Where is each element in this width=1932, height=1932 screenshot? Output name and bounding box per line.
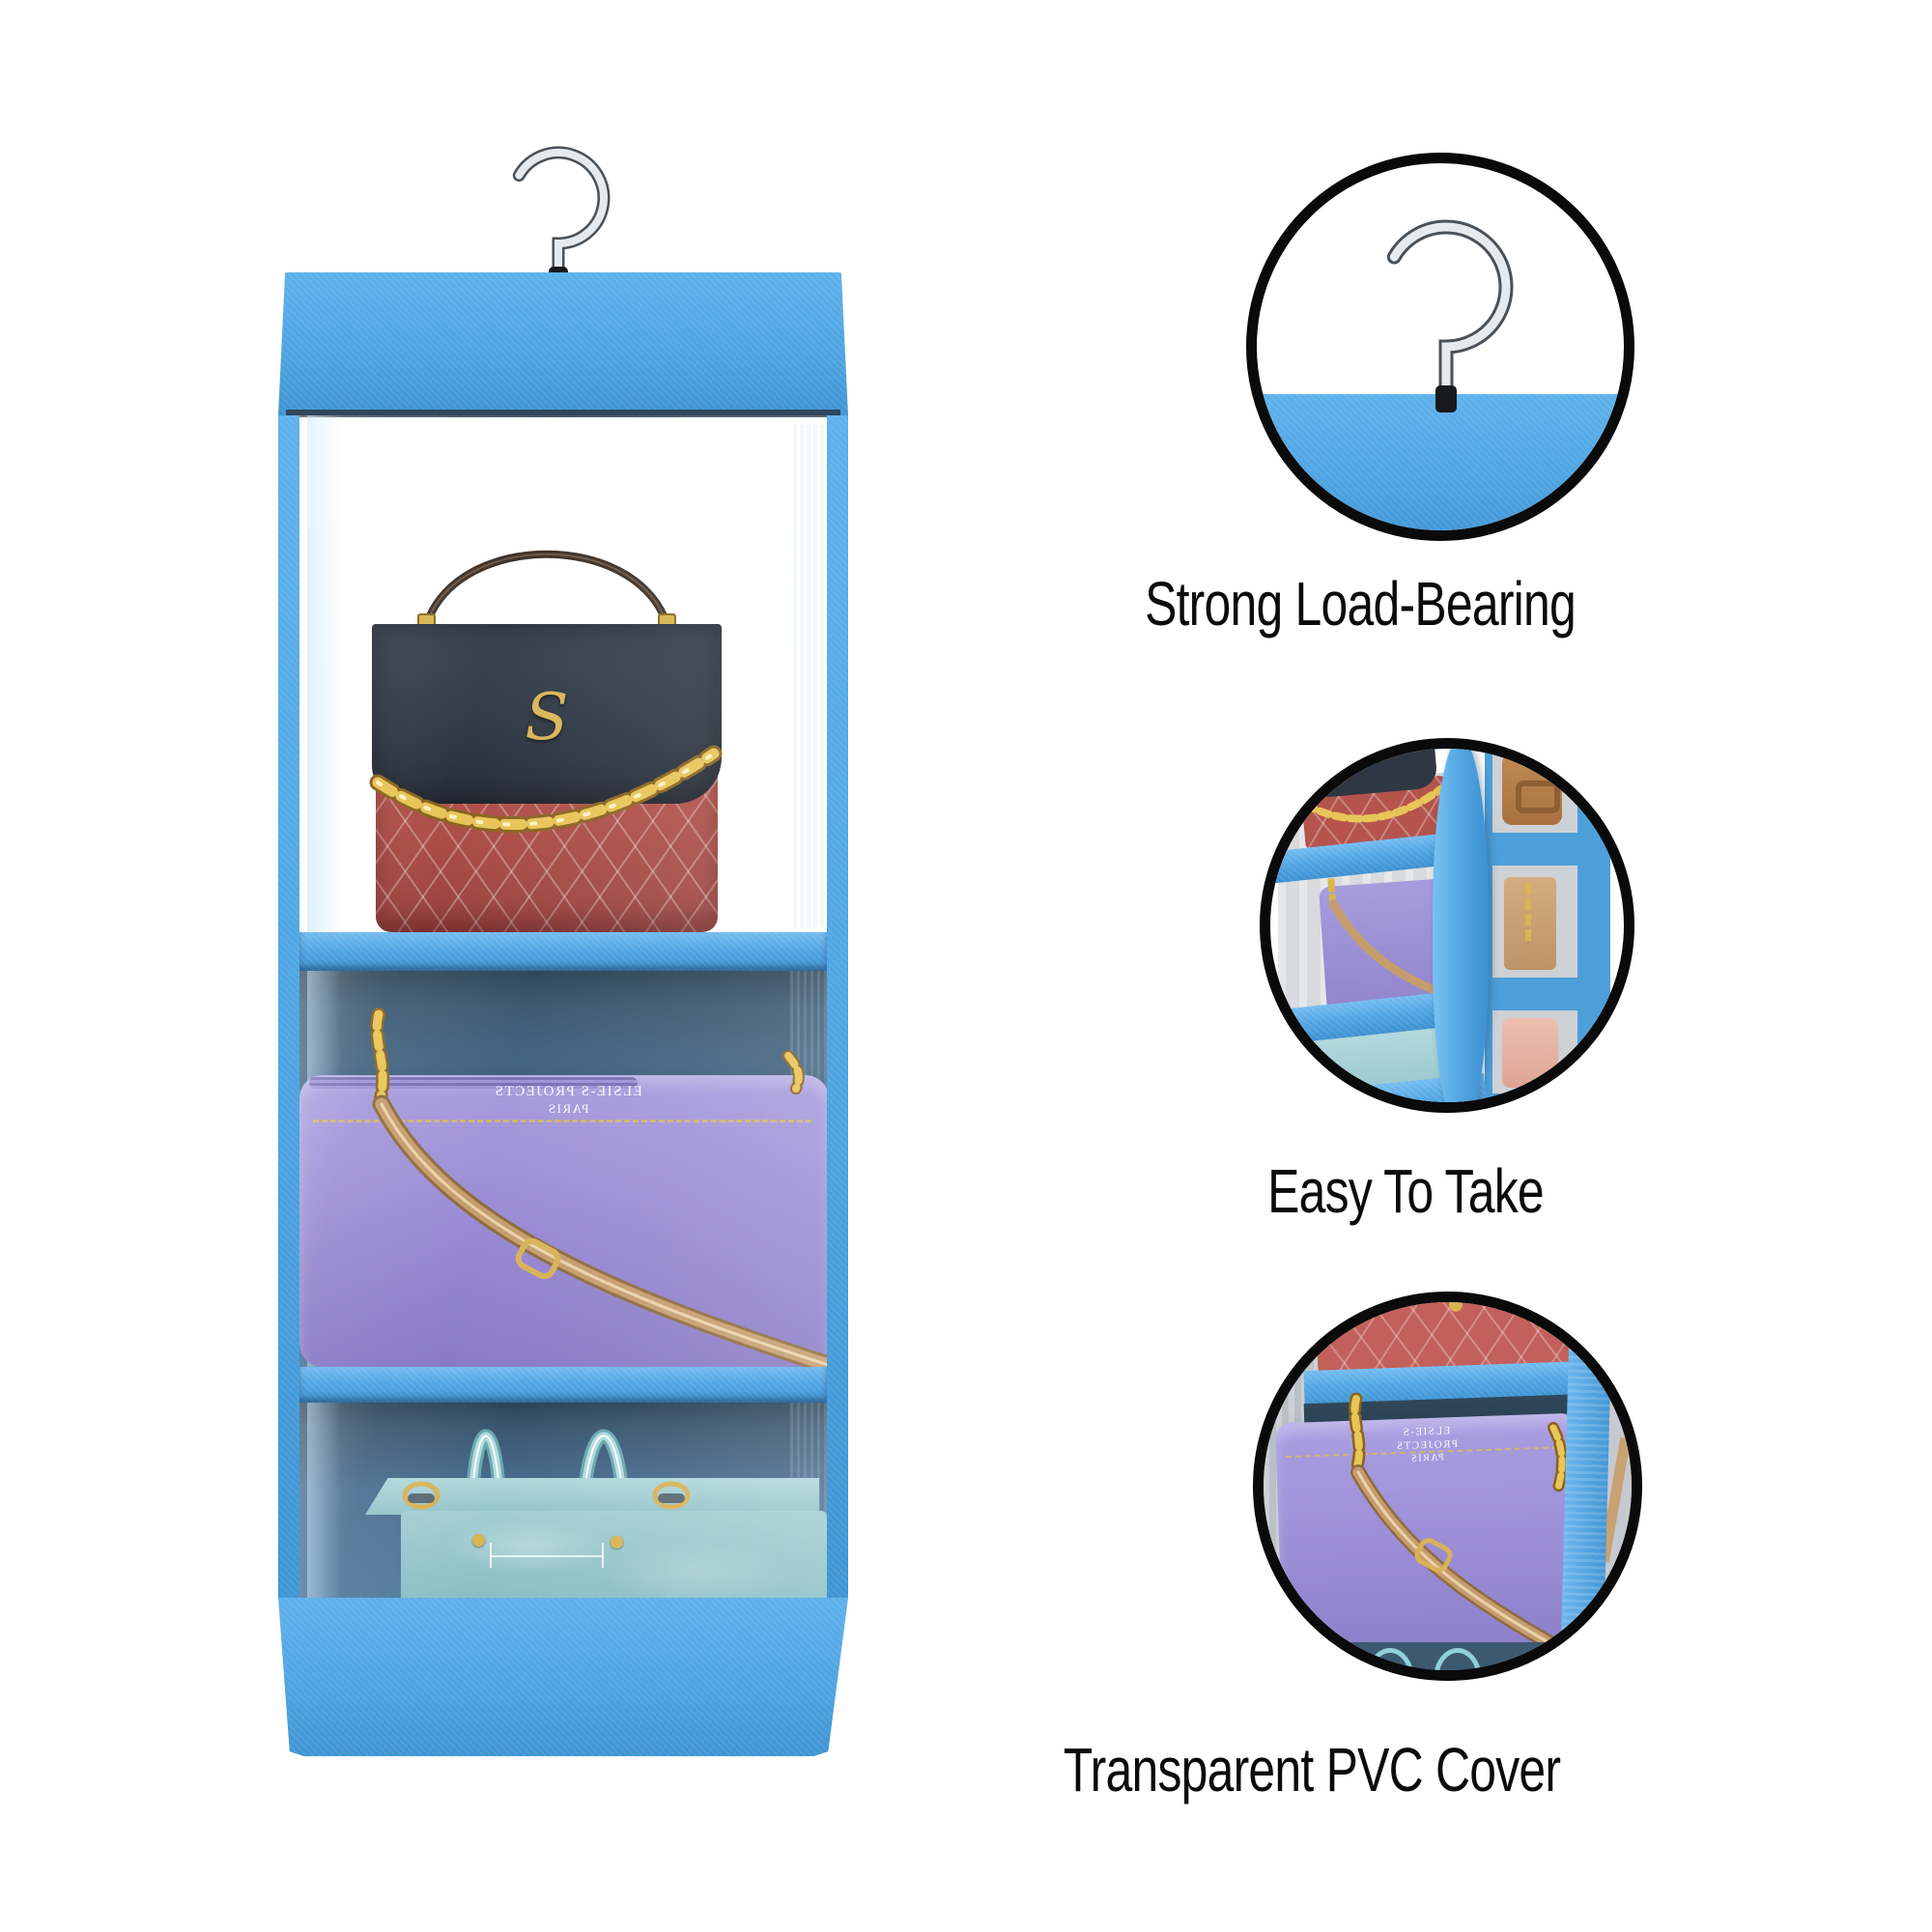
- mini-bag-brown: [1502, 753, 1562, 825]
- mini-organizer-spine: [1433, 749, 1489, 1102]
- pocket-left-highlight: [307, 1403, 342, 1598]
- pocket-bottom-window: [299, 1403, 827, 1598]
- mini-bag-red: [1297, 749, 1451, 850]
- mini-organizer-back-column: [1485, 749, 1610, 1102]
- mini-bag-chain: [1525, 883, 1531, 941]
- feature-caption-pvc-cover: Transparent PVC Cover: [1063, 1735, 1561, 1804]
- organizer-bottom-band: [278, 1598, 848, 1756]
- tote-seam: [490, 1555, 604, 1557]
- bag-zipper-folds: [309, 1077, 638, 1089]
- pvc-teal-handle: [1366, 1648, 1414, 1670]
- mini-bag-pink: [1502, 1018, 1558, 1088]
- bag-red-flap-handbag: S: [369, 524, 723, 932]
- bag-flap: S: [372, 624, 722, 804]
- shelf-divider-1: [299, 932, 827, 971]
- tote-stud: [611, 1536, 623, 1548]
- circle-fabric-bottom: [1257, 394, 1624, 530]
- hanging-organizer: S: [0, 0, 918, 1835]
- bag-monogram: S: [525, 680, 569, 754]
- tote-stud: [472, 1534, 485, 1547]
- organizer-top-band: [278, 272, 848, 415]
- frame-right: [827, 415, 848, 1598]
- tote-seam-tick: [602, 1543, 604, 1568]
- feature-circle-easy-to-take: [1260, 738, 1634, 1113]
- shelf-divider-2: [299, 1367, 827, 1403]
- tote-back-ledge: [365, 1478, 819, 1515]
- bag-stitch-line: [313, 1120, 811, 1122]
- pvc-teal-handle: [1434, 1648, 1482, 1670]
- pvc-bottom-dark: [1279, 1642, 1569, 1670]
- tote-rings: [402, 1481, 691, 1510]
- bag-chain-and-strap: [370, 1008, 827, 1367]
- bag-teal-tote: [299, 1403, 827, 1598]
- feature-circle-pvc-cover: ELSIE-S PROJECTS PARIS: [1253, 1292, 1642, 1681]
- pvc-chain-and-strap: [1349, 1392, 1590, 1669]
- pocket-top-window: S: [299, 415, 827, 932]
- hanger-hook-closeup: [1386, 219, 1514, 412]
- pocket-right-fold: [790, 425, 827, 927]
- pocket-left-highlight: [307, 415, 342, 932]
- frame-left: [278, 415, 299, 1598]
- mini-bag-strap: [1516, 781, 1560, 813]
- top-zipper-edge: [286, 410, 840, 417]
- hook-clip: [1435, 385, 1457, 412]
- tote-seam-tick: [490, 1543, 492, 1568]
- mini-bag-tan: [1504, 877, 1556, 970]
- feature-caption-load-bearing: Strong Load-Bearing: [1145, 569, 1577, 639]
- tote-front-body: [401, 1511, 827, 1598]
- organizer-body: S: [278, 415, 848, 1598]
- feature-caption-easy-to-take: Easy To Take: [1267, 1156, 1545, 1226]
- feature-circle-load-bearing: [1246, 153, 1634, 541]
- mini-bag-red-chain: [1301, 782, 1448, 823]
- pocket-middle-window: ELSIE-S PROJECTS PARIS: [299, 971, 827, 1367]
- bag-gold-chain: [369, 745, 723, 833]
